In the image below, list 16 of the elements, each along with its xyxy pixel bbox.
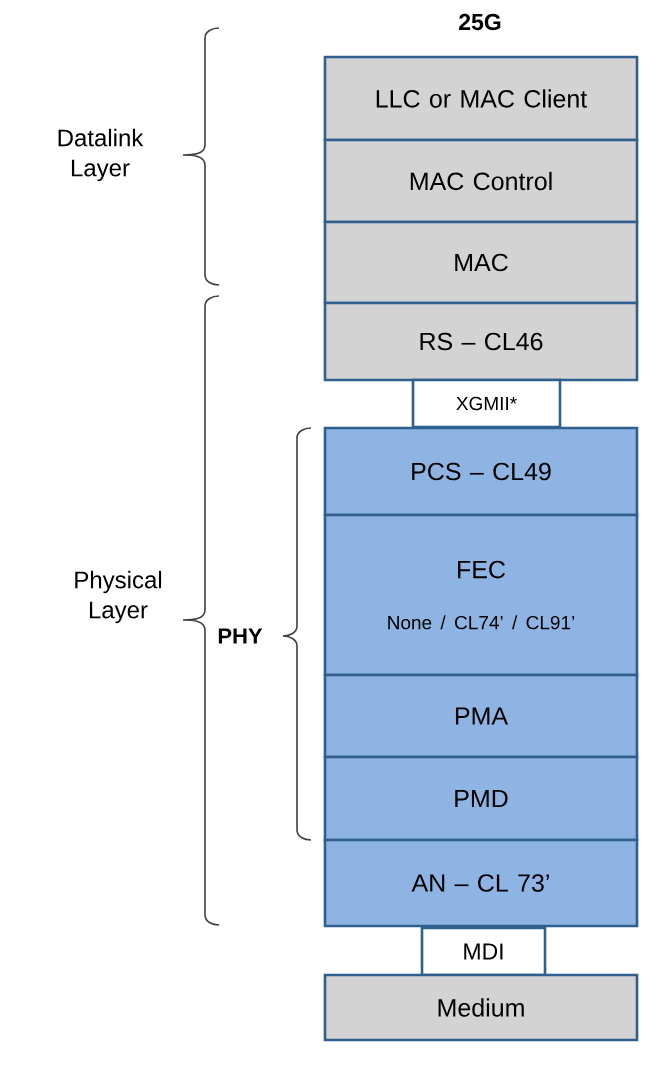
- layer-box: PMD: [323, 755, 639, 842]
- layer-box: XGMII*: [411, 378, 562, 429]
- layer-label: PHY: [218, 628, 263, 644]
- layer-box: FEC None / CL74’ / CL91’: [323, 513, 639, 677]
- layer-label: 25G: [459, 13, 501, 31]
- layer-box: PMA: [323, 673, 639, 759]
- layer-box: PCS – CL49: [323, 426, 639, 517]
- layer-box: AN – CL 73’: [323, 838, 639, 928]
- layer-box: RS – CL46: [323, 301, 639, 382]
- layer-label: Physical Layer: [75, 570, 162, 624]
- layer-label: Datalink Layer: [58, 128, 144, 182]
- layer-box: MAC: [323, 220, 639, 305]
- layer-box: MDI: [420, 926, 547, 977]
- layer-box: MAC Control: [323, 138, 639, 224]
- layer-box: Medium: [323, 973, 639, 1042]
- layer-box: LLC or MAC Client: [323, 55, 639, 142]
